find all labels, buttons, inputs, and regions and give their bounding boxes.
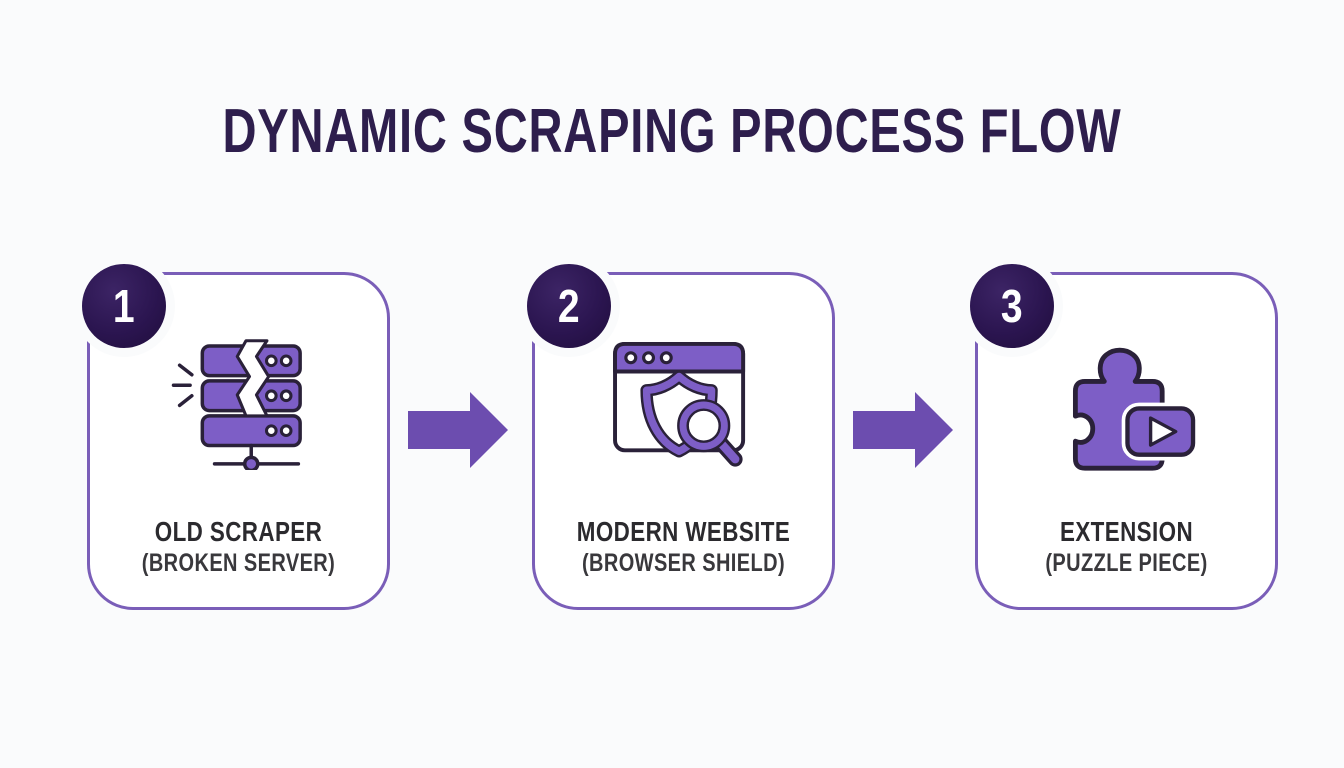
- page-title: DYNAMIC SCRAPING PROCESS FLOW: [222, 97, 1122, 166]
- step-label: OLD SCRAPER: [154, 516, 323, 547]
- step-number: 3: [1001, 280, 1023, 332]
- step-number-badge: 1: [82, 264, 166, 348]
- step-number-badge: 2: [527, 264, 611, 348]
- step-sublabel: (BROKEN SERVER): [141, 549, 336, 577]
- step-number: 1: [113, 280, 135, 332]
- step-label: EXTENSION: [1059, 516, 1194, 547]
- flow-arrow-icon: [853, 392, 953, 468]
- flow-arrow-icon: [408, 392, 508, 468]
- step-sublabel: (PUZZLE PIECE): [1045, 549, 1208, 577]
- step-number: 2: [558, 280, 580, 332]
- step-card-old-scraper: 1: [82, 264, 390, 610]
- puzzle-play-icon: [978, 339, 1275, 474]
- step-label: MODERN WEBSITE: [576, 516, 791, 547]
- broken-server-icon: [90, 339, 387, 470]
- step-sublabel: (BROWSER SHIELD): [581, 549, 786, 577]
- step-number-badge: 3: [970, 264, 1054, 348]
- browser-shield-icon: [535, 339, 832, 472]
- step-card-modern-website: 2: [527, 264, 835, 610]
- step-card-extension: 3 EXTENSION (PUZZLE PIECE): [970, 264, 1278, 610]
